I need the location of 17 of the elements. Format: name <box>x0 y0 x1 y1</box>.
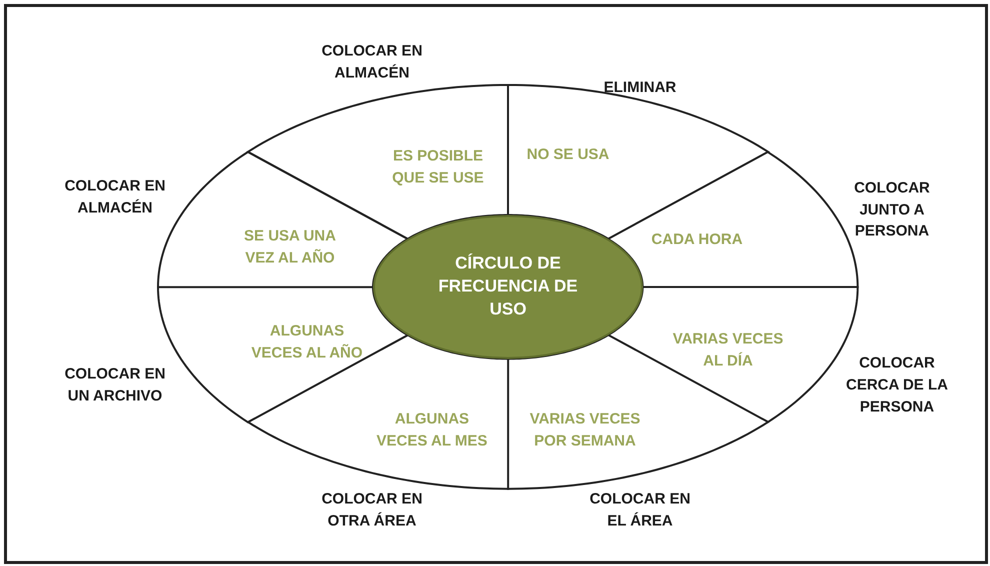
frequency-label: VARIAS VECES POR SEMANA <box>528 409 642 451</box>
action-label: COLOCAR EN UN ARCHIVO <box>64 364 166 406</box>
action-label: COLOCAR EN ALMACÉN <box>64 176 166 218</box>
action-label: COLOCAR EN OTRA ÁREA <box>320 489 424 531</box>
action-label: COLOCAR EN ALMACÉN <box>320 41 424 83</box>
frequency-label: ALGUNAS VECES AL AÑO <box>250 321 364 363</box>
action-label: COLOCAR JUNTO A PERSONA <box>853 178 931 242</box>
action-label: ELIMINAR <box>602 78 678 98</box>
action-label: COLOCAR CERCA DE LA PERSONA <box>845 353 949 417</box>
frequency-label: CADA HORA <box>650 230 744 250</box>
frequency-label: SE USA UNA VEZ AL AÑO <box>243 226 337 268</box>
frequency-label: NO SE USA <box>526 145 610 166</box>
frequency-label: VARIAS VECES AL DÍA <box>672 329 784 371</box>
action-label: COLOCAR EN EL ÁREA <box>588 489 692 531</box>
center-title: CÍRCULO DE FRECUENCIA DE USO <box>437 252 579 320</box>
frequency-label: ALGUNAS VECES AL MES <box>376 409 488 451</box>
frequency-label: ES POSIBLE QUE SE USE <box>391 146 485 188</box>
